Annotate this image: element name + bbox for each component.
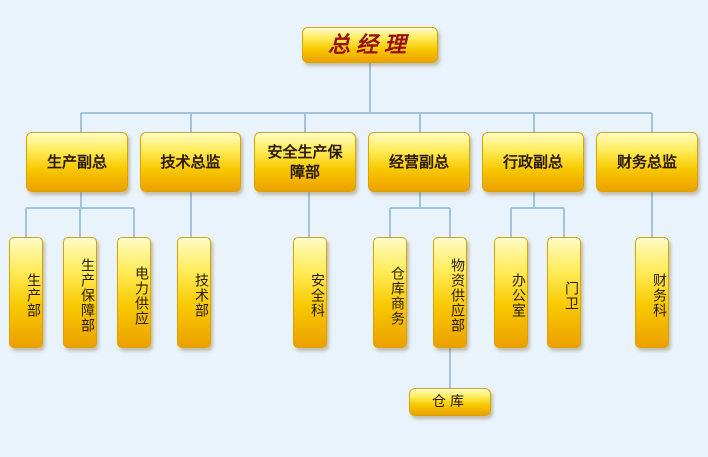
ceo-label: 总经理 bbox=[327, 32, 412, 58]
dept-materials-supply: 物资供应部 bbox=[433, 237, 467, 348]
dept-label: 安全科 bbox=[309, 273, 325, 318]
subunit-warehouse: 仓库 bbox=[409, 388, 491, 416]
dept-label: 生产部 bbox=[25, 273, 41, 318]
subunit-label: 仓库 bbox=[432, 394, 468, 410]
division-production-vp: 生产副总 bbox=[26, 132, 128, 192]
dept-gatekeeper: 门卫 bbox=[547, 237, 581, 348]
dept-office: 办公室 bbox=[494, 237, 528, 348]
division-admin-vp: 行政副总 bbox=[482, 132, 584, 192]
dept-label: 门卫 bbox=[563, 280, 579, 311]
division-label: 生产副总 bbox=[46, 153, 107, 171]
dept-safety: 安全科 bbox=[293, 237, 327, 348]
division-label: 经营副总 bbox=[388, 153, 449, 171]
dept-power-supply: 电力供应 bbox=[117, 237, 151, 348]
division-technical-director: 技术总监 bbox=[140, 132, 241, 192]
division-label: 行政副总 bbox=[502, 153, 563, 171]
dept-warehouse-commerce: 仓库商务 bbox=[373, 237, 407, 348]
division-finance-director: 财务总监 bbox=[596, 132, 698, 192]
dept-finance: 财务科 bbox=[635, 237, 669, 348]
dept-label: 电力供应 bbox=[133, 265, 149, 326]
dept-label: 物资供应部 bbox=[449, 258, 465, 333]
ceo-box: 总经理 bbox=[302, 27, 438, 63]
dept-production: 生产部 bbox=[9, 237, 43, 348]
division-safety-production-dept: 安全生产保障部 bbox=[254, 132, 356, 192]
dept-label: 仓库商务 bbox=[389, 265, 405, 326]
dept-label: 技术部 bbox=[193, 273, 209, 318]
division-label: 财务总监 bbox=[616, 153, 677, 171]
dept-production-support: 生产保障部 bbox=[63, 237, 97, 348]
dept-label: 财务科 bbox=[651, 273, 667, 318]
division-label: 安全生产保障部 bbox=[267, 143, 343, 181]
dept-label: 办公室 bbox=[510, 273, 526, 318]
dept-technical: 技术部 bbox=[177, 237, 211, 348]
division-label: 技术总监 bbox=[160, 153, 221, 171]
division-operations-vp: 经营副总 bbox=[368, 132, 470, 192]
dept-label: 生产保障部 bbox=[79, 258, 95, 333]
